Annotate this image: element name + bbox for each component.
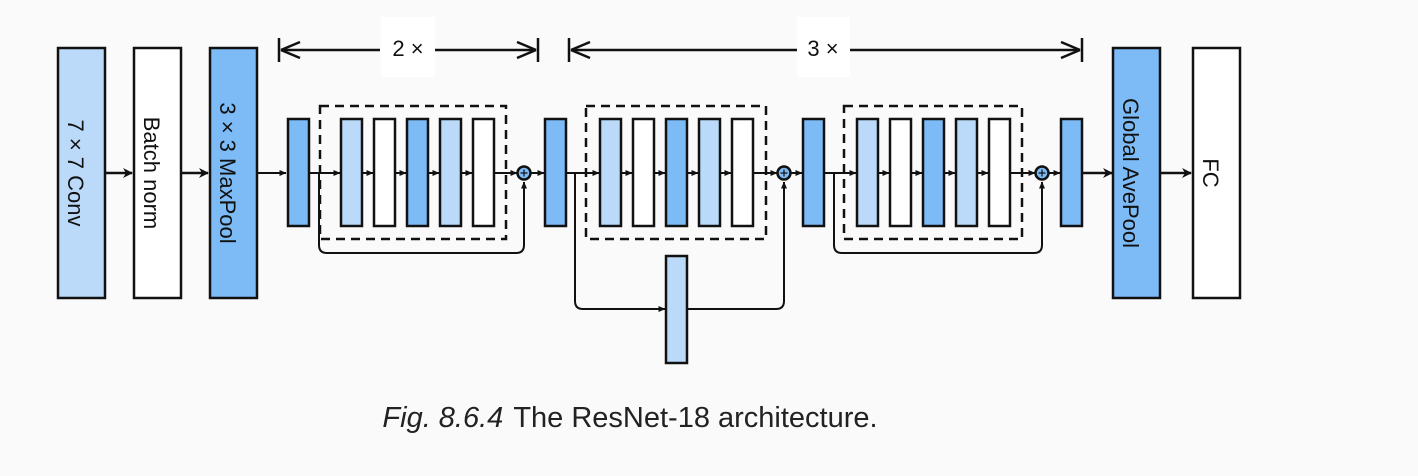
layer-light-blue [438, 117, 463, 228]
residual-stages [286, 104, 1084, 365]
fc-label: FC [1198, 158, 1223, 187]
layer-light-blue [954, 117, 979, 228]
stage-output-block [801, 117, 826, 228]
batchnorm-label: Batch norm [139, 117, 164, 230]
conv7x7-block [56, 46, 107, 300]
figure-number: Fig. 8.6.4 [382, 402, 504, 434]
layer-light-blue [855, 117, 880, 228]
repeat-indicator-2x: 2 × [277, 17, 540, 77]
projection-conv-block [664, 254, 689, 365]
layer-light-blue [339, 117, 364, 228]
global-avepool-label: Global AvePool [1118, 98, 1143, 248]
stem: 7 × 7 Conv Batch norm 3 × 3 MaxPool [56, 46, 287, 300]
layer-white [372, 117, 397, 228]
layer-mid-blue [405, 117, 430, 228]
layer-mid-blue [921, 117, 946, 228]
layer-mid-blue [664, 117, 689, 228]
resnet18-diagram: 7 × 7 Conv Batch norm 3 × 3 MaxPool 2 × … [56, 17, 1242, 365]
skip-connection [833, 173, 1045, 254]
layer-light-blue [697, 117, 722, 228]
conv7x7-label: 7 × 7 Conv [63, 119, 88, 226]
layer-light-blue [598, 117, 623, 228]
batchnorm-block [132, 46, 183, 300]
figure-caption: Fig. 8.6.4 The ResNet-18 architecture. [0, 402, 1260, 435]
layer-white [888, 117, 913, 228]
maxpool-block [208, 46, 259, 300]
maxpool-label: 3 × 3 MaxPool [215, 102, 240, 243]
layer-white [730, 117, 755, 228]
projection-skip-in [574, 173, 666, 312]
layer-white [631, 117, 656, 228]
stage-entry-block [286, 117, 311, 228]
repeat-label-3x: 3 × [807, 36, 838, 61]
skip-connection [318, 173, 527, 254]
stage-output-block [1059, 117, 1084, 228]
repeat-label-2x: 2 × [392, 36, 423, 61]
head: Global AvePool FC [1083, 46, 1242, 300]
repeat-indicator-3x: 3 × [567, 17, 1084, 77]
plus-sign-icon [780, 169, 788, 177]
plus-sign-icon [1038, 169, 1046, 177]
projection-skip-out [687, 181, 787, 310]
plus-sign-icon [520, 169, 528, 177]
caption-text: The ResNet-18 architecture. [513, 402, 878, 434]
layer-white [987, 117, 1012, 228]
fc-block [1191, 46, 1242, 300]
stage-output-block [543, 117, 568, 228]
layer-white [471, 117, 496, 228]
